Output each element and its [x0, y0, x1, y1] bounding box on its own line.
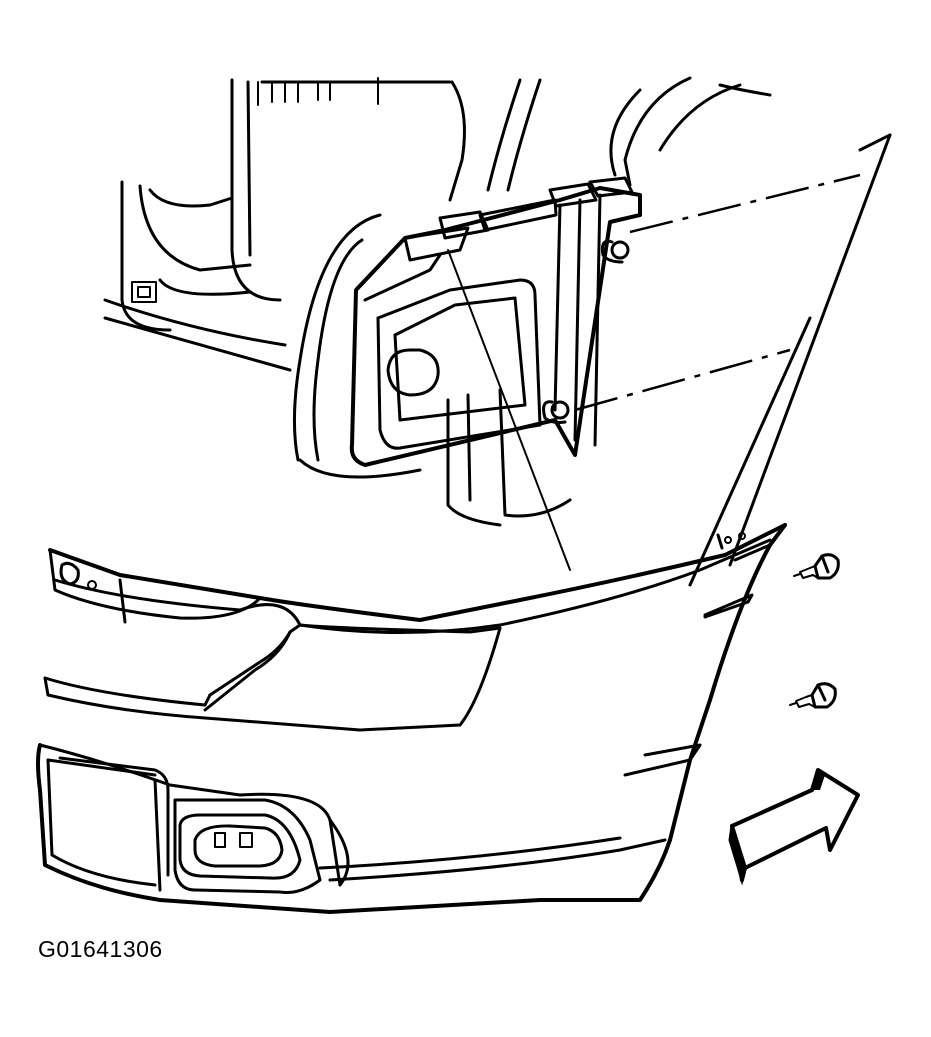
bolt-lower [790, 684, 835, 707]
body-opening [105, 78, 450, 370]
bolt-icon [790, 684, 835, 707]
bolt-upper [794, 555, 838, 578]
rear-bumper-fascia [38, 525, 785, 912]
bolt-icon [794, 555, 838, 578]
figure-code: G01641306 [38, 936, 163, 962]
tail-lamp-bracket [352, 178, 640, 465]
fascia-reference-panel [690, 135, 890, 585]
latch-icon [132, 282, 156, 302]
leader-lines [448, 175, 860, 570]
quarter-panel [294, 78, 770, 525]
front-direction-arrow-icon [730, 770, 858, 880]
